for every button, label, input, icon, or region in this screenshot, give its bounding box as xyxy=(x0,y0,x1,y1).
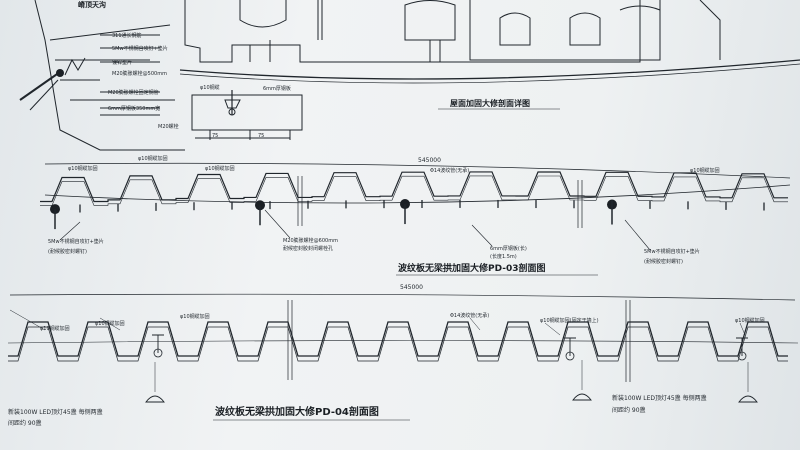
pd03-plate-note: (长度1.5m) xyxy=(490,253,517,260)
plate-detail-dim-b: 75 xyxy=(258,133,264,139)
pd03-plate-label: 6mm厚钢板(长) xyxy=(490,245,527,252)
pd04-lamp-right-note: 间距约 90盏 xyxy=(612,406,646,414)
parapet-section-tag: 嵴顶天沟 xyxy=(78,0,106,9)
plate-detail-dim-a: 75 xyxy=(212,133,218,139)
plate-detail-bolt: M20螺栓 xyxy=(158,123,179,130)
pd03-cable-line xyxy=(44,184,791,204)
pd04-lamp-right: 新装100W LED顶灯45盏 每侧两盏 xyxy=(612,394,707,402)
pd04-hanger-ring-0 xyxy=(153,348,163,358)
pd03-bolt-note: 耐候密封胶封闭螺栓孔 xyxy=(283,245,333,252)
roof-detail-title: 屋面加固大修剖面详图 xyxy=(450,98,530,108)
pd04-leader-lines xyxy=(9,309,746,336)
pd04-tie-label: Φ14波纹管(无承) xyxy=(450,312,489,319)
parapet-label-rebar: 311通长钢筋 xyxy=(112,32,142,39)
plate-detail xyxy=(191,90,303,140)
pd04-title: 波纹板无梁拱加固大修PD-04剖面图 xyxy=(215,405,379,418)
pd04-span-dim: 545000 xyxy=(400,284,423,291)
pd04-led-lamp-1 xyxy=(572,393,592,401)
pd03-break-line-1 xyxy=(577,180,583,228)
pd04-cable-b: φ10钢缆加固 xyxy=(95,320,125,327)
pd04-break-line-0 xyxy=(287,300,293,380)
pd03-title: 波纹板无梁拱加固大修PD-03剖面图 xyxy=(398,262,546,274)
pd03-screw-left-note: (耐候胶密封螺钉) xyxy=(48,248,87,255)
pd04-led-lamp-2 xyxy=(738,395,758,403)
parapet-label-washer: 镀锌垫片 xyxy=(112,59,132,66)
pd04-cable-a: φ10钢缆加固 xyxy=(40,325,70,332)
pd03-fasteners xyxy=(50,176,765,230)
pd03-cable-label: φ10钢缆加固 xyxy=(68,165,98,172)
pd03-profile-inner xyxy=(40,175,788,206)
pd04-led-lamp-0 xyxy=(145,395,165,403)
parapet-detail xyxy=(19,0,185,151)
parapet-label-bolt-fix: M20膨胀螺栓固定钢管 xyxy=(108,89,159,96)
plate-detail-cable: φ10钢缆 xyxy=(200,84,220,91)
pd03-break-line-0 xyxy=(297,176,303,226)
pd03-tie-label: Φ14波纹管(无承) xyxy=(430,167,469,174)
pd04-corrugated-profile xyxy=(7,321,799,362)
parapet-label-screw: 5Mw不锈钢自攻钉+垫片 xyxy=(112,45,168,52)
pd03-screw-right-note: (耐候胶密封螺钉) xyxy=(644,258,683,265)
pd04-lamp-left-note: 间距约 90盏 xyxy=(8,419,42,427)
pd03-cable-label-2: φ10钢缆加固 xyxy=(138,155,168,162)
pd04-hanger-0 xyxy=(152,334,164,353)
pd03-cable-label-3: φ10钢缆加固 xyxy=(205,165,235,172)
pd04-hanger-ring-1 xyxy=(565,351,575,361)
pd04-hanger-2 xyxy=(736,337,748,356)
pd04-profile-inner xyxy=(8,326,788,362)
pd04-cable-d: φ10钢缆加固(固定于墙上) xyxy=(540,317,599,324)
pd03-cable-label-4: φ10钢缆加固 xyxy=(690,167,720,174)
pd03-bolt-label: M20膨胀螺栓@600mm xyxy=(283,237,338,244)
pd04-cable-e: φ10钢缆加固 xyxy=(735,317,765,324)
pd03-screw-left: 5Mw不锈钢自攻钉+垫片 xyxy=(48,238,104,245)
top-elevation xyxy=(179,0,800,84)
parapet-label-bolt: M20膨胀螺栓@500mm xyxy=(112,70,167,77)
pd03-corrugated-profile xyxy=(40,171,791,206)
parapet-label-plate: 6mm厚钢板350mm宽 xyxy=(108,105,160,112)
pd03-profile-outer xyxy=(40,171,788,203)
pd04-fixtures xyxy=(9,300,758,403)
pd04-profile-outer xyxy=(8,321,788,357)
pd04-hanger-1 xyxy=(564,337,576,356)
pd04-hanger-ring-2 xyxy=(737,351,747,361)
pd04-cable-c: φ10钢缆加固 xyxy=(180,313,210,320)
pd03-screw-right: 5Mw不锈钢自攻钉+垫片 xyxy=(644,248,700,255)
plate-detail-plate: 6mm厚钢板 xyxy=(263,85,291,92)
pd03-span-dim: 545000 xyxy=(418,157,441,164)
pd04-cable-line xyxy=(7,340,799,344)
pd04-break-line-1 xyxy=(625,300,631,382)
pd04-lamp-left: 新装100W LED顶灯45盏 每侧两盏 xyxy=(8,408,103,416)
